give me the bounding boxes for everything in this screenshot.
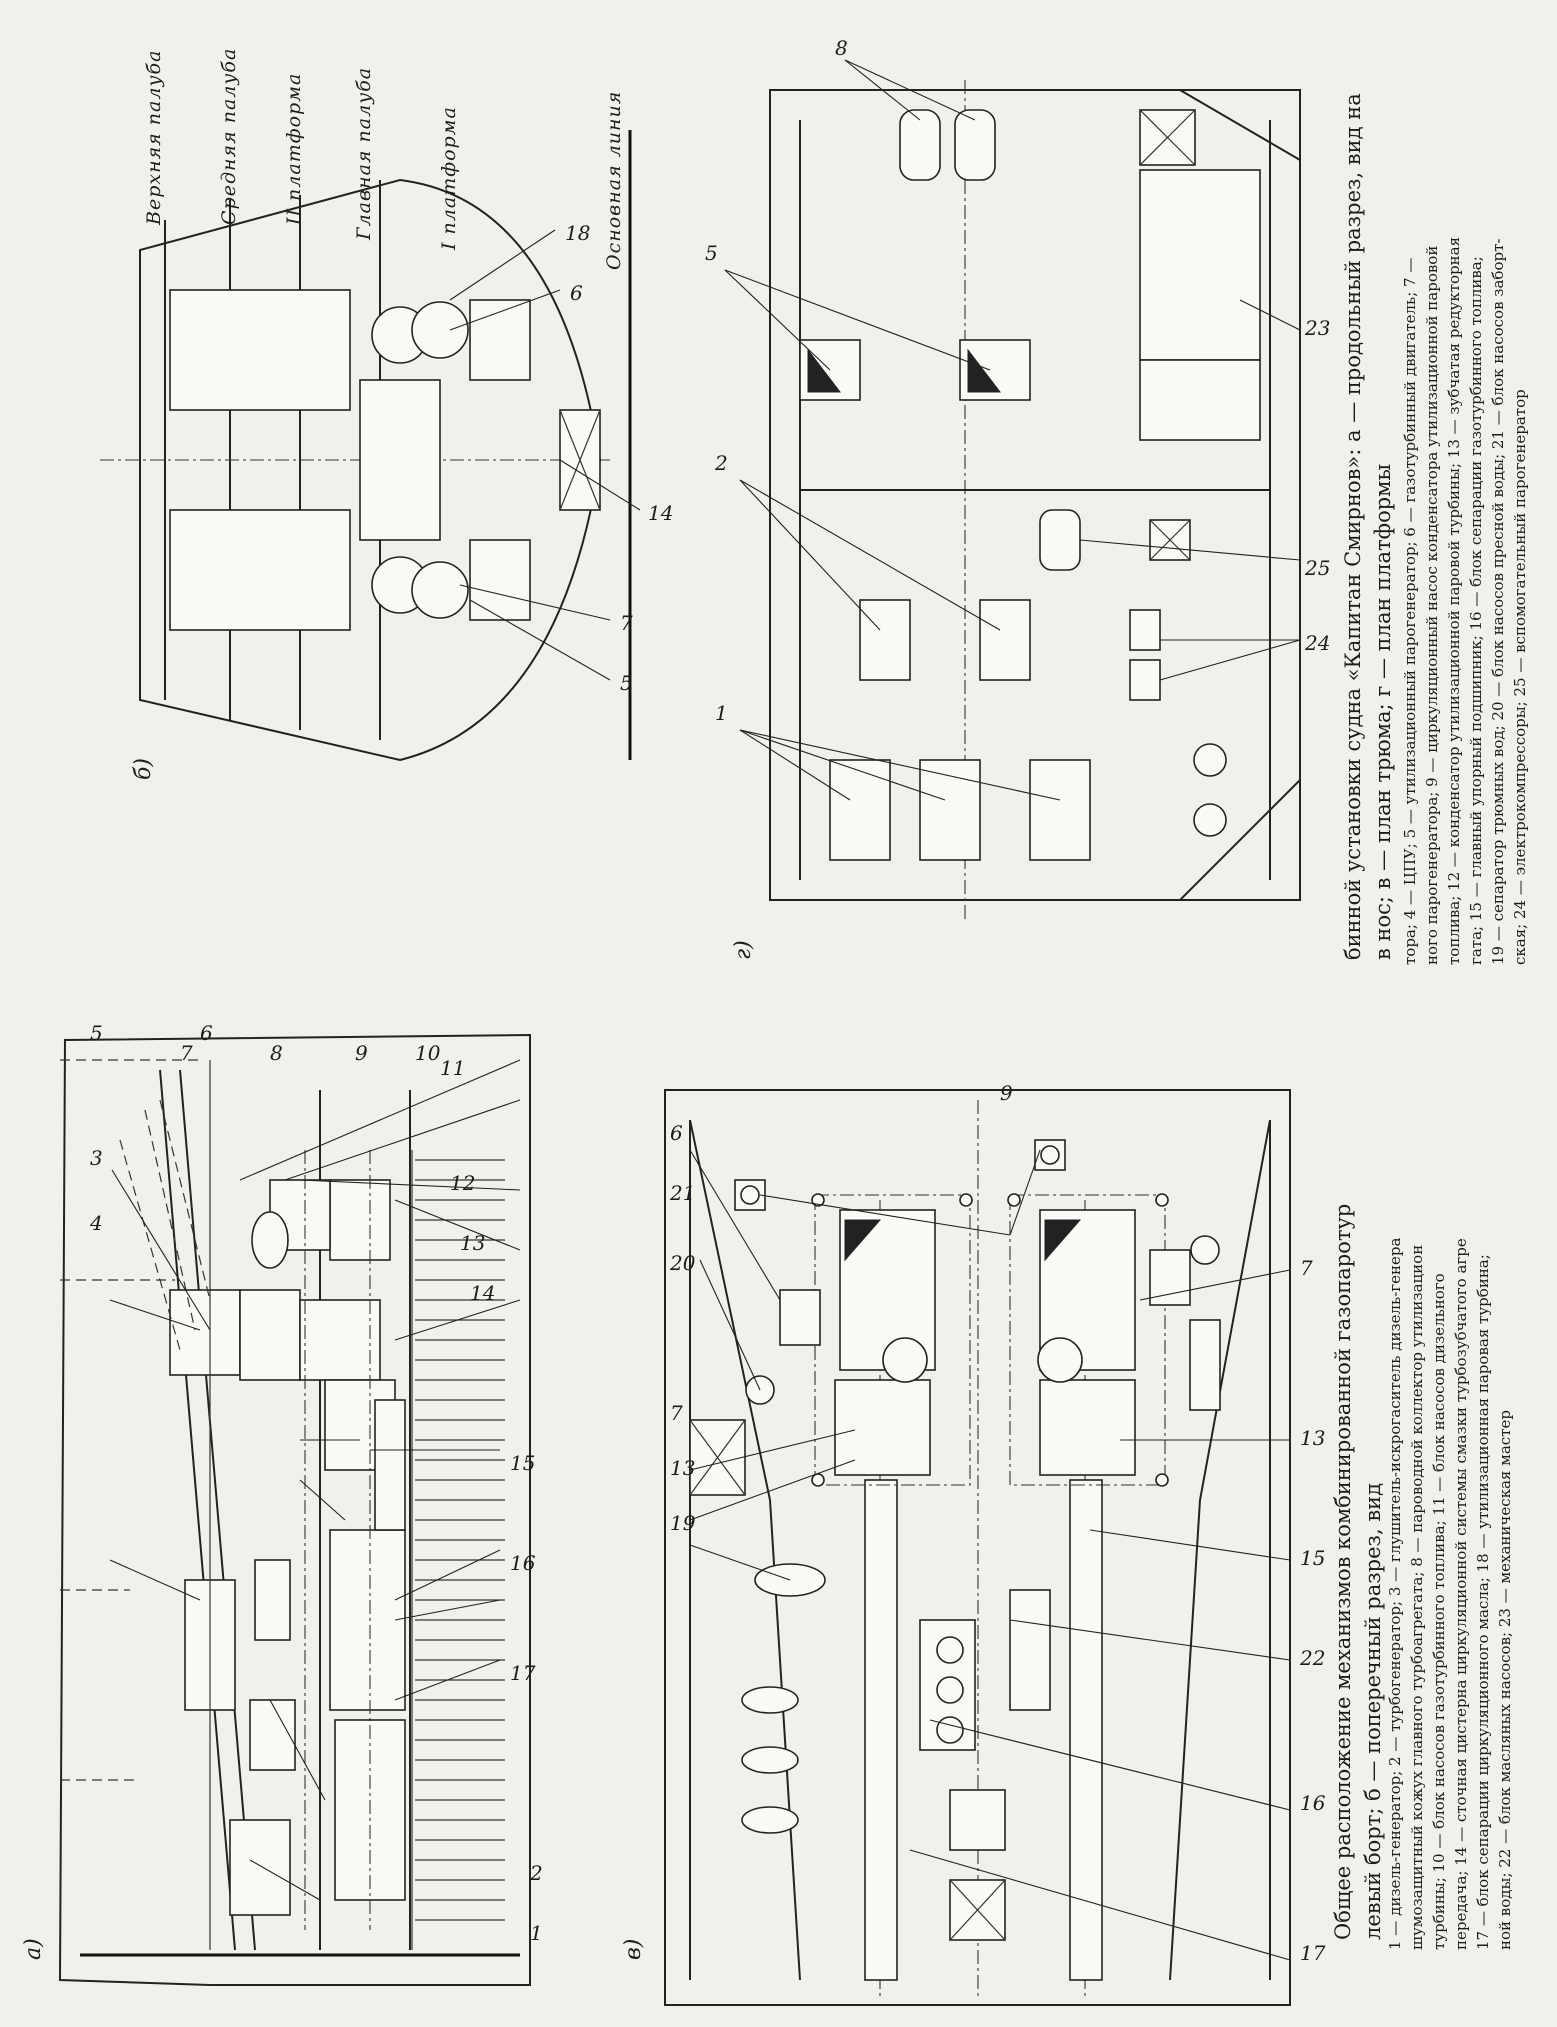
callout-v-19: 19 <box>670 1511 696 1535</box>
legend-right-block: тора; 4 — ЦПУ; 5 — утилизационный пароге… <box>1401 237 1529 965</box>
callout-v-7b: 7 <box>670 1401 683 1425</box>
legend-left-line-4: передача; 14 — сточная цистерна циркуляц… <box>1452 1238 1470 1950</box>
panel-g-platform-plan: г) <box>705 36 1330 960</box>
legend-right-line-4: гата; 15 — главный упорный подшипник; 16… <box>1467 256 1485 965</box>
callout-b-18: 18 <box>565 221 590 245</box>
panel-a-longitudinal-section: а) <box>21 1021 543 1986</box>
panel-v-callouts: 17 16 22 15 13 7 19 13 7 20 21 6 9 <box>669 1081 1326 1965</box>
legend-left-line-3: турбины; 10 — блок насосов газотурбинног… <box>1430 1273 1448 1950</box>
callout-v-13b: 13 <box>670 1456 695 1480</box>
callout-g-24: 24 <box>1304 631 1330 655</box>
callout-v-21: 21 <box>669 1181 695 1205</box>
callout-a-1: 1 <box>530 1921 543 1945</box>
callout-g-23: 23 <box>1304 316 1330 340</box>
legend-left-block: 1 — дизель-генератор; 2 — турбогенератор… <box>1386 1237 1514 1950</box>
panel-a-label: а) <box>21 1938 46 1960</box>
panel-g-label: г) <box>731 940 756 960</box>
callout-a-14: 14 <box>470 1281 495 1305</box>
callout-v-13: 13 <box>1300 1426 1325 1450</box>
legend-right-line-5: 19 — сепаратор трюмных вод; 20 — блок на… <box>1489 239 1507 965</box>
legend-right-line-6: ская; 24 — электрокомпрессоры; 25 — вспо… <box>1511 389 1529 965</box>
callout-v-7: 7 <box>1300 1256 1313 1280</box>
panel-b-callouts: 5 7 6 18 14 <box>565 221 673 695</box>
deck-platform-2: II платформа <box>283 73 305 226</box>
caption-line-3: бинной установки судна «Капитан Смирнов»… <box>1341 93 1365 960</box>
callout-b-6: 6 <box>570 281 583 305</box>
callout-g-25: 25 <box>1304 556 1330 580</box>
callout-b-7: 7 <box>620 611 633 635</box>
caption-line-1: Общее расположение механизмов комбиниров… <box>1331 1204 1355 1940</box>
panel-g-callouts: 1 2 5 8 23 24 25 <box>705 36 1330 725</box>
caption-right-block: бинной установки судна «Капитан Смирнов»… <box>1341 93 1395 960</box>
panel-v-hold-plan: в) <box>621 1081 1326 2006</box>
caption-left-block: Общее расположение механизмов комбиниров… <box>1331 1204 1385 1940</box>
callout-a-3: 3 <box>90 1146 103 1170</box>
panel-a-callouts: 1 2 3 4 5 6 7 8 9 10 11 12 13 14 15 16 1… <box>89 1021 543 1945</box>
deck-platform-1: I платформа <box>438 106 460 251</box>
callout-v-22: 22 <box>1299 1646 1325 1670</box>
callout-g-8: 8 <box>835 36 848 60</box>
callout-v-16: 16 <box>1300 1791 1326 1815</box>
deck-upper: Верхняя палуба <box>143 50 165 226</box>
callout-a-9: 9 <box>355 1041 368 1065</box>
panel-b-transverse-section: б) 5 7 6 18 <box>100 48 673 780</box>
callout-v-15: 15 <box>1300 1546 1325 1570</box>
legend-right-line-1: тора; 4 — ЦПУ; 5 — утилизационный пароге… <box>1401 258 1419 965</box>
callout-v-17: 17 <box>1300 1941 1326 1965</box>
callout-a-4: 4 <box>89 1211 103 1235</box>
callout-v-6: 6 <box>670 1121 683 1145</box>
deck-main: Главная палуба <box>353 67 375 241</box>
legend-left-line-5: 17 — блок сепарации циркуляционного масл… <box>1474 1254 1492 1950</box>
callout-a-10: 10 <box>415 1041 441 1065</box>
callout-a-13: 13 <box>460 1231 485 1255</box>
callout-g-5: 5 <box>705 241 718 265</box>
panel-v-label: в) <box>621 1939 646 1960</box>
caption-line-2: левый борт; б — поперечный разрез, вид <box>1361 1483 1385 1940</box>
callout-v-9: 9 <box>1000 1081 1013 1105</box>
deck-middle: Средняя палуба <box>218 48 240 225</box>
callout-a-2: 2 <box>529 1861 543 1885</box>
panel-b-label: б) <box>131 758 156 780</box>
callout-a-6: 6 <box>200 1021 213 1045</box>
callout-a-8: 8 <box>270 1041 283 1065</box>
callout-a-17: 17 <box>510 1661 536 1685</box>
legend-left-line-2: шумозащитный кожух главного турбоагрегат… <box>1408 1245 1426 1950</box>
legend-right-line-3: топлива; 12 — конденсатор утилизационной… <box>1445 237 1463 965</box>
deck-names: Верхняя палуба Средняя палуба II платфор… <box>143 48 625 270</box>
callout-g-2: 2 <box>714 451 728 475</box>
legend-left-line-6: ной воды; 22 — блок масляных насосов; 23… <box>1496 1410 1514 1950</box>
callout-a-15: 15 <box>510 1451 535 1475</box>
deck-baseline: Основная линия <box>603 91 625 270</box>
callout-a-7: 7 <box>180 1041 193 1065</box>
callout-a-5: 5 <box>90 1021 103 1045</box>
caption-line-4: в нос; в — план трюма; г — план платформ… <box>1371 464 1395 960</box>
callout-a-12: 12 <box>450 1171 475 1195</box>
callout-b-14: 14 <box>648 501 673 525</box>
callout-a-16: 16 <box>510 1551 536 1575</box>
legend-left-line-1: 1 — дизель-генератор; 2 — турбогенератор… <box>1386 1237 1404 1950</box>
callout-g-1: 1 <box>715 701 728 725</box>
callout-a-11: 11 <box>440 1056 465 1080</box>
legend-right-line-2: ного парогенератора; 9 — циркуляционный … <box>1423 246 1441 965</box>
callout-v-20: 20 <box>669 1251 696 1275</box>
callout-b-5: 5 <box>620 671 633 695</box>
